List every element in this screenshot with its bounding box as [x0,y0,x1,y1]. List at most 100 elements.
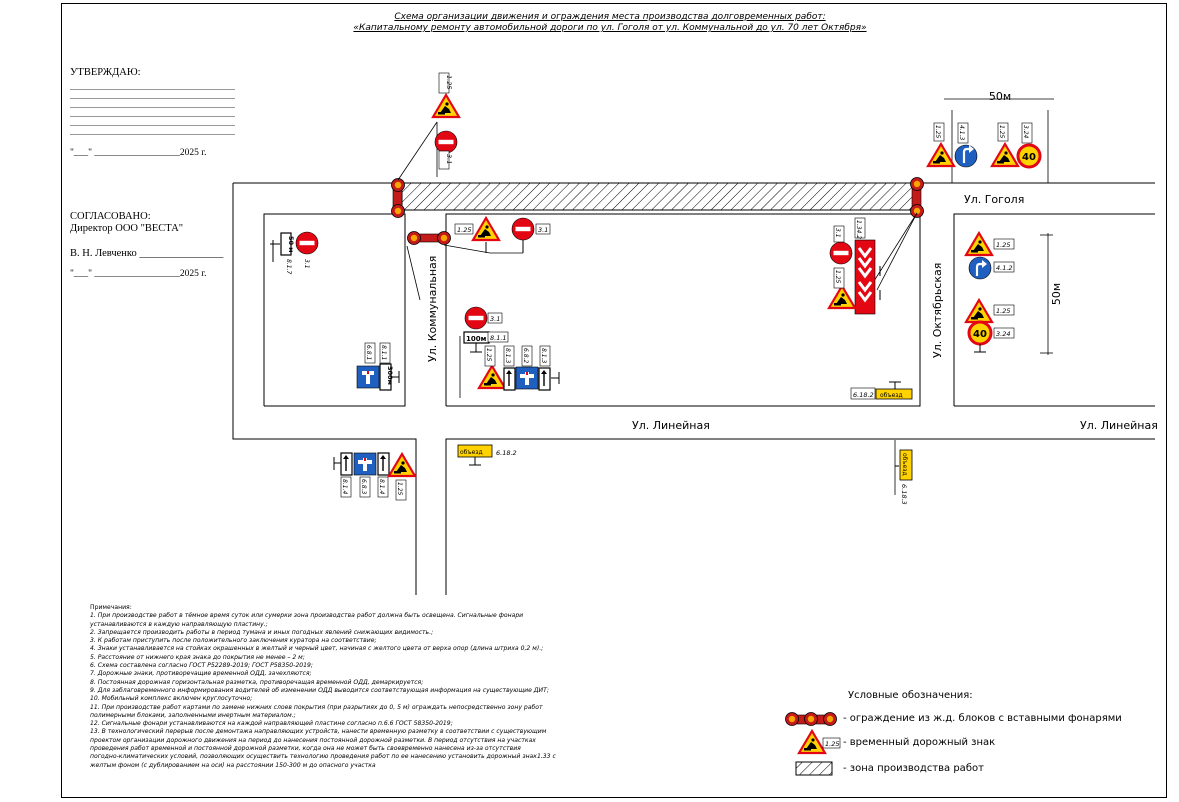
svg-text:3.1: 3.1 [303,259,310,269]
sign-3-1-left: 50 м 8.1.7 3.1 [270,231,319,274]
svg-text:объезд: объезд [901,453,908,476]
svg-text:3.1: 3.1 [538,226,548,234]
sign-group-top-right: 1.25 4.1.3 1.25 40 3.24 [926,122,1042,169]
note-line: проведения работ временной и постоянной … [90,745,521,753]
legend-zone-text: - зона производства работ [843,763,984,774]
legend-barrier-text: - ограждение из ж.д. блоков с вставными … [843,713,1122,724]
agree-date: "___" __________________2025 г. [70,269,207,279]
note-line: 10. Мобильный комплекс включен круглосут… [90,695,253,703]
note-line: 12. Сигнальные фонари устанавливаются на… [90,720,453,728]
svg-text:3.24: 3.24 [1022,125,1029,139]
note-line: 1. При производстве работ в тёмное время… [90,612,524,620]
sign-6-18-2-right: объезд 6.18.2 [850,381,913,400]
svg-text:1.25: 1.25 [457,226,471,234]
approve-date: "___" __________________2025 г. [70,148,207,158]
approve-line [70,107,235,108]
svg-text:8.1.7: 8.1.7 [285,259,292,274]
approve-line [70,116,235,117]
svg-text:1.25: 1.25 [396,482,403,496]
street-kommunalnaya: Ул. Коммунальная [426,256,439,362]
legend-zone-symbol [795,761,833,776]
note-line: желтым фоном (с дублированием на оси) на… [90,761,376,769]
agree-position: Директор ООО "ВЕСТА" [70,223,184,234]
approve-line [70,98,235,99]
sign-group-6-8-2: 1.25 8.1.3 6.8.2 8.1.3 [477,345,560,391]
barrier-blocks [391,177,924,245]
approve-line [70,134,235,135]
svg-text:3.1: 3.1 [445,154,453,164]
svg-text:8.1.4: 8.1.4 [341,479,348,494]
svg-text:объезд: объезд [460,449,483,456]
note-line: 3. К работам приступить после положитель… [90,637,377,645]
plate-100m: 100м [466,335,487,343]
svg-text:1.25: 1.25 [485,348,492,362]
speed-limit-label: 40 [1022,152,1036,163]
svg-text:3.24: 3.24 [996,330,1010,338]
title-line-2: «Капитальному ремонту автомобильной доро… [353,23,867,33]
notes-heading: Примечания: [90,604,132,611]
note-line: 4. Знаки устанавливается на стойках окра… [90,645,544,653]
note-line: 2. Запрещается производить работы в пери… [90,628,434,636]
svg-text:8.1.1: 8.1.1 [490,334,507,342]
legend-sign-symbol: 1.25 [797,729,841,755]
svg-text:6.8.3: 6.8.3 [360,479,367,494]
svg-text:объезд: объезд [880,392,903,399]
sign-group-right-side: 1.25 4.1.2 1.25 40 3.24 [964,231,1015,353]
svg-text:3.1: 3.1 [490,315,500,323]
note-line: 9. Для заблаговременного информирования … [90,686,549,694]
sign-3-1-top: 3.1 [434,130,458,170]
note-line: 13. В технологический перерыв после демо… [90,728,547,736]
svg-text:4.1.3: 4.1.3 [958,125,965,140]
sign-6-18-2-bottom: объезд 6.18.2 [457,444,517,466]
svg-text:1.25: 1.25 [834,270,841,284]
note-line: 7. Дорожные знаки, противоречащие времен… [90,670,312,678]
note-line: 11. При производстве работ картами по за… [90,703,543,711]
notes-block: Примечания: 1. При производстве работ в … [90,604,630,770]
svg-text:6.18.2: 6.18.2 [853,391,874,399]
drawing-sheet [61,3,1167,798]
sign-group-bottom-left: 8.1.4 6.8.3 8.1.4 1.25 [333,452,417,501]
street-gogolya: Ул. Гоголя [964,193,1024,206]
plate-50m: 50 м [287,236,295,253]
road-outlines [232,182,1155,595]
approve-heading: УТВЕРЖДАЮ: [70,67,141,78]
street-lineynaya: Ул. Линейная [632,419,710,432]
note-line: устанавливаются в каждую направляющую пл… [90,620,268,628]
sign-1-25-a: 1.25 [454,216,501,253]
svg-text:8.1.4: 8.1.4 [378,479,385,494]
svg-text:1.25: 1.25 [934,125,941,139]
svg-text:6.18.3: 6.18.3 [900,484,908,505]
work-zone [401,182,921,211]
sign-group-chevron: 3.1 1.34.2 1.25 [827,217,881,315]
note-line: полимерными блоками, заполненными инертн… [90,711,296,719]
title-line-1: Схема организации движения и ограждения … [394,12,826,22]
street-oktyabrskaya: Ул. Октябрьская [931,263,944,358]
svg-text:6.8.1: 6.8.1 [365,345,372,360]
sign-1-25-top: 1.25 [431,72,461,119]
note-line: проектом организации дорожного движения … [90,736,536,744]
sign-3-1-a: 3.1 [511,217,551,253]
svg-text:1.25: 1.25 [825,740,839,748]
label: 1.25 [445,75,453,89]
note-line: 5. Расстояние от нижнего края знака до п… [90,653,305,661]
svg-text:6.18.2: 6.18.2 [496,449,517,457]
svg-text:1.25: 1.25 [996,241,1010,249]
dimension-top: 50м [989,90,1011,103]
plate-300m: 300м [386,366,394,385]
svg-text:6.8.2: 6.8.2 [522,348,529,363]
svg-text:1.25: 1.25 [996,307,1010,315]
dimension-right: 50м [1050,283,1063,305]
approve-line [70,89,235,90]
agree-name: В. Н. Левченко ________________ [70,248,224,259]
approve-line [70,125,235,126]
agree-heading: СОГЛАСОВАНО: [70,211,151,222]
scheme-title: Схема организации движения и ограждения … [300,12,920,34]
svg-text:8.1.3: 8.1.3 [504,348,511,363]
note-line: 6. Схема составлена согласно ГОСТ Р52289… [90,662,313,670]
sign-6-8-1: 300м 6.8.1 8.1.1 [356,342,400,391]
svg-text:1.34.2: 1.34.2 [855,220,862,239]
svg-text:4.1.2: 4.1.2 [996,264,1013,272]
legend-title: Условные обозначения: [848,690,973,701]
sign-6-18-3: объезд 6.18.3 [895,449,913,505]
